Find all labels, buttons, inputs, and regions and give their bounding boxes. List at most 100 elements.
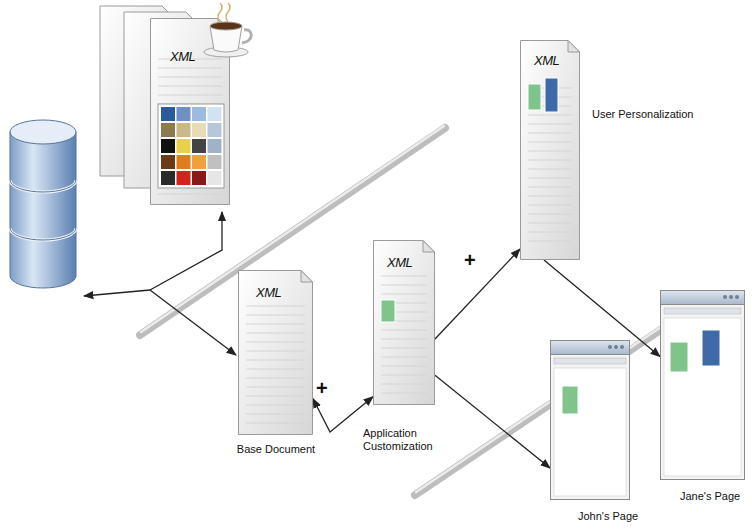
page-caption: Application Customization [363, 427, 445, 453]
title-bar [661, 291, 745, 305]
window-button [620, 345, 624, 349]
text-line [246, 405, 305, 406]
text-line [246, 369, 305, 370]
document-type: XML [387, 256, 423, 269]
page-content [664, 318, 741, 476]
text-line [528, 178, 572, 179]
browser-window-shape [660, 290, 745, 480]
text-line [246, 378, 305, 379]
text-line [246, 315, 305, 316]
illustration-part [10, 180, 76, 192]
color-palette [158, 104, 224, 188]
steam [218, 3, 222, 22]
text-line [528, 205, 572, 206]
page-caption: John's Page [578, 510, 644, 523]
palette-cell [161, 155, 175, 169]
text-line [381, 366, 427, 367]
document-shape [150, 18, 230, 205]
window-frame [551, 341, 630, 500]
illustration-part [10, 228, 76, 240]
content-block [670, 342, 688, 372]
cup-part [210, 22, 242, 30]
xml-document: XMLUser Personalization [520, 40, 580, 260]
flow-arrow [313, 397, 373, 432]
xml-document: XMLBase Document [238, 270, 313, 435]
text-line [381, 348, 427, 349]
tool-bar [554, 358, 626, 364]
text-line [381, 375, 427, 376]
page-outline [374, 241, 435, 405]
text-line [158, 86, 222, 87]
window-frame [661, 291, 745, 480]
palette-cell [177, 155, 191, 169]
title-bar [551, 341, 630, 355]
content-block [381, 300, 395, 322]
palette-cell [177, 107, 191, 121]
text-line [381, 330, 427, 331]
illustration-part [10, 132, 76, 288]
text-line [528, 196, 572, 197]
text-line [528, 151, 572, 152]
browser-page: John's Page [550, 340, 630, 500]
palette-cell [161, 171, 175, 185]
text-line [158, 68, 222, 69]
window-button [608, 345, 612, 349]
palette-cell [192, 123, 206, 137]
text-line [381, 393, 427, 394]
coffee-cup [204, 3, 251, 57]
text-line [246, 414, 305, 415]
plus-sign: + [314, 378, 330, 398]
page-fold [423, 241, 435, 253]
text-line [528, 169, 572, 170]
steam [226, 3, 230, 22]
text-line [246, 387, 305, 388]
content-block [528, 84, 541, 110]
text-line [246, 351, 305, 352]
text-line [528, 187, 572, 188]
database-link [84, 212, 236, 355]
text-line [381, 276, 427, 277]
palette-cell [177, 139, 191, 153]
illustration-part [150, 290, 236, 355]
text-line [528, 214, 572, 215]
text-line [381, 285, 427, 286]
text-line [528, 115, 572, 116]
illustration-part [84, 290, 150, 296]
illustration-part [10, 228, 76, 240]
text-line [246, 423, 305, 424]
illustration-part [10, 120, 76, 144]
text-line [246, 306, 305, 307]
plus-sign: + [462, 250, 478, 270]
document-type: XML [170, 50, 210, 63]
page-caption: Jane's Page [680, 490, 746, 503]
text-line [158, 77, 222, 78]
palette-cell [192, 139, 206, 153]
browser-page: Jane's Page [660, 290, 745, 480]
illustration-part [10, 180, 76, 192]
palette-frame [158, 104, 224, 188]
page-fold [301, 271, 313, 283]
text-line [246, 396, 305, 397]
flow-arrow [544, 260, 660, 357]
document-type: XML [256, 286, 296, 299]
document-shape [520, 40, 580, 260]
text-line [528, 142, 572, 143]
palette-cell [177, 123, 191, 137]
text-line [528, 232, 572, 233]
palette-cell [161, 107, 175, 121]
text-line [381, 294, 427, 295]
page-caption: Base Document [226, 443, 326, 456]
content-block [702, 330, 720, 366]
page-outline [239, 271, 313, 435]
palette-cell [208, 107, 222, 121]
text-line [528, 241, 572, 242]
palette-cell [208, 171, 222, 185]
palette-cell [161, 139, 175, 153]
text-line [246, 342, 305, 343]
palette-cell [208, 139, 222, 153]
text-line [528, 133, 572, 134]
palette-cell [161, 123, 175, 137]
text-line [246, 360, 305, 361]
text-line [381, 357, 427, 358]
palette-cell [208, 123, 222, 137]
